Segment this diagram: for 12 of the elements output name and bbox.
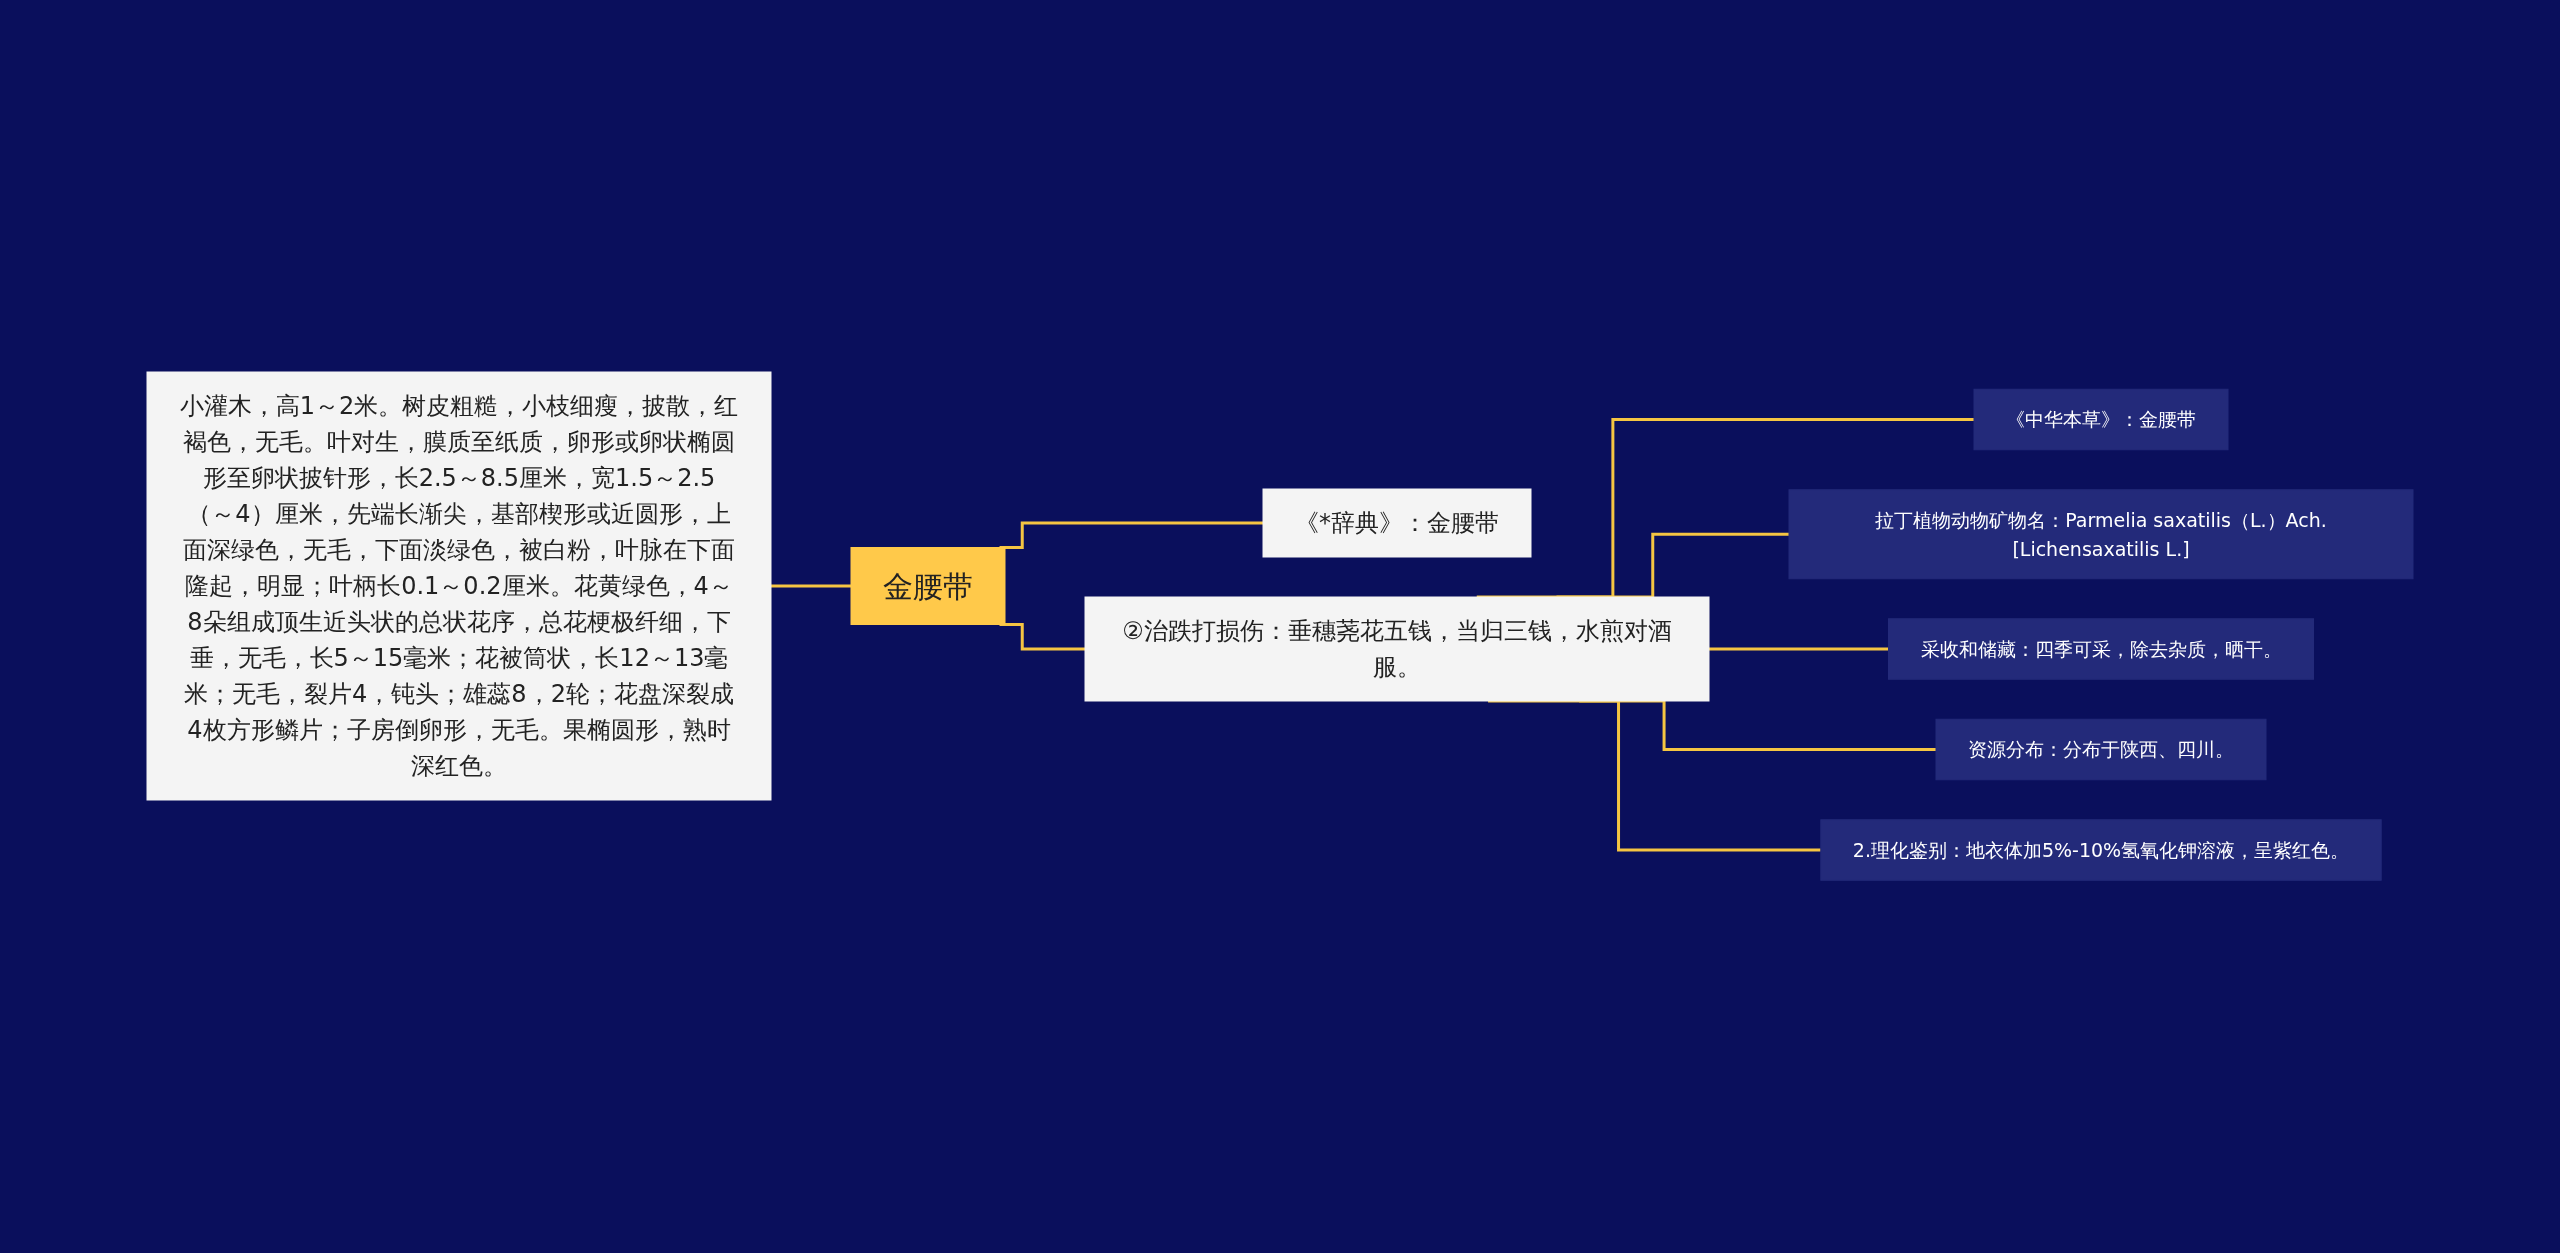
- node-box: 拉丁植物动物矿物名：Parmelia saxatilis（L.）Ach.[Lichensaxatilis L.]: [1788, 489, 2414, 580]
- connector: [999, 521, 1263, 550]
- node-box: 《中华本草》：金腰带: [1973, 389, 2229, 451]
- node-box: 资源分布：分布于陕西、四川。: [1935, 719, 2267, 781]
- node-box: 2.理化鉴别：地衣体加5%-10%氢氧化钾溶液，呈紫红色。: [1820, 819, 2382, 882]
- connector: [771, 584, 851, 588]
- node-box: 金腰带: [850, 547, 1006, 626]
- node-box: 小灌木，高1～2米。树皮粗糙，小枝细瘦，披散，红褐色，无毛。叶对生，膜质至纸质，卵形或卵状椭圆形至卵状披针形，长2.5～8.5厘米，宽1.5～2.5（～4）厘米，先端长渐尖，基部楔形或近圆形，上面深绿色，无毛，下面淡绿色，被白粉，叶脉在下面隆起，明显；叶柄长0.1～0.2厘米。花黄绿色，4～8朵组成顶生近头状的总状花序，总花梗极纤细，下垂，无毛，长5～15毫米；花被筒状，长12～13毫米；无毛，裂片4，钝头；雄蕊8，2轮；花盘深裂成4枚方形鳞片；子房倒卵形，无毛。果椭圆形，熟时深红色。: [146, 371, 772, 801]
- node-box: 《*辞典》：金腰带: [1262, 488, 1532, 558]
- node-box: ②治跌打损伤：垂穗荛花五钱，当归三钱，水煎对酒服。: [1084, 596, 1710, 702]
- node-box: 采收和储藏：四季可采，除去杂质，晒干。: [1888, 618, 2314, 681]
- connector: [1709, 647, 1889, 651]
